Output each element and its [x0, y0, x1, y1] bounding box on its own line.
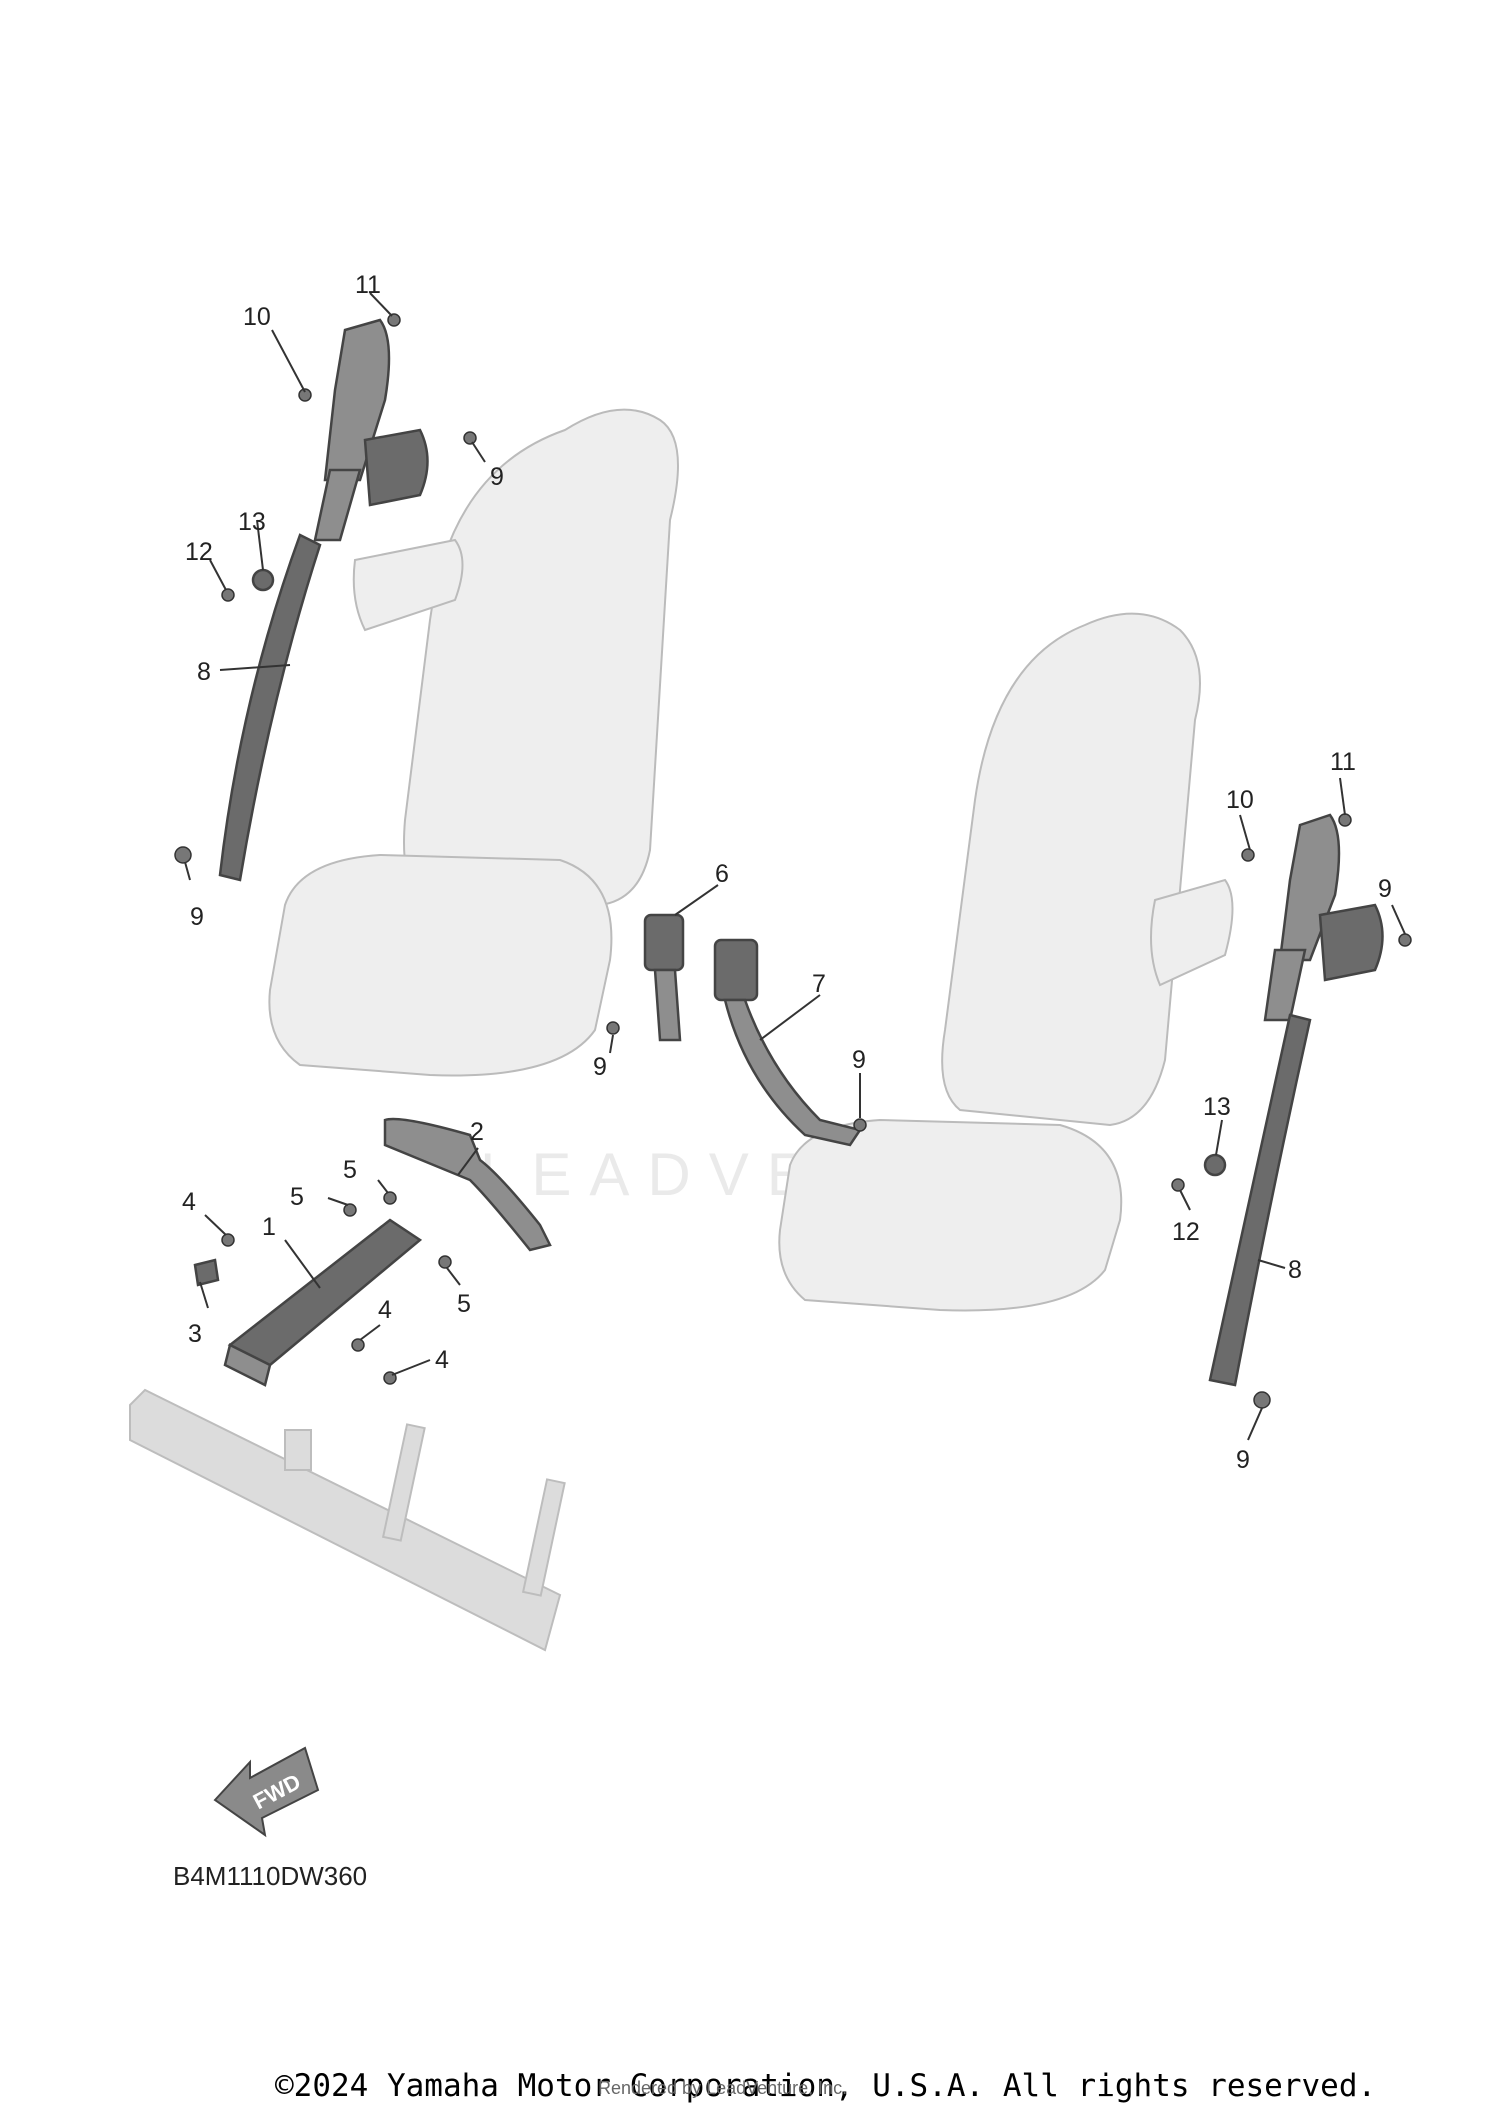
- cover-13a: [251, 568, 275, 592]
- callout-9-right-lower: 9: [1236, 1446, 1250, 1474]
- fastener-3: [193, 1258, 220, 1287]
- callout-3: 3: [188, 1320, 202, 1348]
- callout-6: 6: [715, 860, 729, 888]
- bolt-10a: [298, 388, 312, 402]
- callout-5-mid: 5: [290, 1183, 304, 1211]
- seat-frame-rail: [129, 1388, 566, 1652]
- callout-1: 1: [262, 1213, 276, 1241]
- buckle-6-head: [643, 913, 685, 972]
- diagram-code: B4M1110DW360: [173, 1861, 367, 1891]
- seat-rail-1-end: [223, 1343, 272, 1387]
- callout-10-left: 10: [243, 303, 271, 331]
- callout-11-left: 11: [355, 271, 381, 299]
- bolt-5c: [438, 1255, 452, 1269]
- right-seatbelt-assembly: [1208, 813, 1384, 1409]
- buckle-7-head: [713, 938, 759, 1002]
- bolt-12a: [221, 588, 235, 602]
- frame-bracket: [284, 1429, 312, 1471]
- left-seat-back: [403, 408, 679, 907]
- bolt-4b: [351, 1338, 365, 1352]
- callout-4-mid: 4: [378, 1296, 392, 1324]
- buckle-6: [643, 913, 685, 1042]
- callout-8-right: 8: [1288, 1256, 1302, 1284]
- cover-13b: [1203, 1153, 1227, 1177]
- left-belt-lower-bolt: [174, 846, 192, 864]
- callout-13-right: 13: [1203, 1093, 1231, 1121]
- callout-9-left-upper: 9: [490, 463, 504, 491]
- rendered-by-notice: Rendered by LeadVenture, Inc.: [598, 2078, 848, 2098]
- callout-8-left: 8: [197, 658, 211, 686]
- buckle-7-strap: [723, 998, 863, 1147]
- grab-handle-2: [383, 1117, 552, 1252]
- left-seat-cushion: [268, 853, 613, 1077]
- right-seat: [778, 612, 1234, 1312]
- right-belt-webbing: [1208, 1013, 1312, 1387]
- callouts: 11 10 9 13 12 8 9 6 7 9 9 2 5 5 5 4 1 3 …: [182, 271, 1392, 1474]
- callout-13-left: 13: [238, 508, 266, 536]
- right-belt-retractor: [1318, 903, 1384, 982]
- bolt-10b: [1241, 848, 1255, 862]
- left-belt-retractor: [363, 428, 429, 507]
- callout-2: 2: [470, 1118, 484, 1146]
- copyright-notice: ©2024 Yamaha Motor Corporation, U.S.A. A…: [275, 2068, 1377, 2104]
- bolt-9e: [1398, 933, 1412, 947]
- callout-10-right: 10: [1226, 786, 1254, 814]
- right-belt-upper-anchor: [1278, 813, 1341, 962]
- buckle-7: [713, 938, 863, 1147]
- bolt-4a: [221, 1233, 235, 1247]
- callout-9-left-lower: 9: [190, 903, 204, 931]
- callout-12-left: 12: [185, 538, 213, 566]
- callout-9-buckle: 9: [593, 1053, 607, 1081]
- bolt-9c: [606, 1021, 620, 1035]
- bolt-11b: [1338, 813, 1352, 827]
- left-seat: [268, 408, 679, 1077]
- frame-post-1: [381, 1423, 426, 1542]
- frame-post-2: [521, 1478, 566, 1597]
- bolt-9a: [463, 431, 477, 445]
- callout-5-top: 5: [343, 1156, 357, 1184]
- bolt-5a: [343, 1203, 357, 1217]
- right-seat-side-bolster: [1150, 878, 1234, 987]
- right-belt-lower-bolt: [1253, 1391, 1271, 1409]
- callout-9-right-upper: 9: [1378, 875, 1392, 903]
- fwd-arrow-shape: [213, 1746, 320, 1838]
- callout-4-right: 4: [435, 1346, 449, 1374]
- callout-11-right: 11: [1330, 748, 1356, 776]
- fwd-arrow: FWD: [213, 1746, 320, 1838]
- frame-rail-body: [129, 1388, 562, 1652]
- callout-9-center: 9: [852, 1046, 866, 1074]
- left-belt-webbing: [218, 533, 322, 882]
- seat-rail-1: [227, 1218, 423, 1367]
- right-seat-cushion: [778, 1118, 1123, 1312]
- buckle-6-strap: [653, 968, 682, 1042]
- bolt-9d: [853, 1118, 867, 1132]
- callout-12-right: 12: [1172, 1218, 1200, 1246]
- right-belt-guide: [1263, 948, 1307, 1022]
- callout-4-top: 4: [182, 1188, 196, 1216]
- bolt-11a: [387, 313, 401, 327]
- callout-7: 7: [812, 970, 826, 998]
- leader-lines: [184, 292, 1406, 1441]
- callout-5-right: 5: [457, 1290, 471, 1318]
- bolt-5b: [383, 1191, 397, 1205]
- right-seat-back: [941, 612, 1201, 1127]
- left-seatbelt-assembly: [174, 318, 429, 882]
- left-seat-side-bolster: [352, 538, 464, 632]
- bolt-12b: [1171, 1178, 1185, 1192]
- left-belt-guide: [313, 468, 362, 542]
